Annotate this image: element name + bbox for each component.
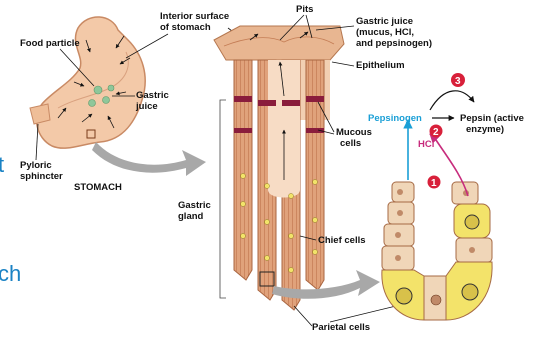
label-mucous: Mucous — [336, 127, 372, 138]
label-gastric-juice-2: (mucus, HCl, — [356, 27, 414, 38]
label-hcl: HCl — [418, 139, 434, 150]
label-mucous-cells: cells — [340, 138, 361, 149]
zoom-arrow-1 — [92, 142, 206, 176]
edge-char-t: t — [0, 152, 4, 177]
leader-epithelium — [332, 62, 354, 66]
step-badge-1-text: 1 — [431, 178, 437, 189]
label-chief-cells: Chief cells — [318, 235, 366, 246]
label-stomach: STOMACH — [74, 182, 122, 193]
label-pepsin-1: Pepsin (active — [460, 113, 524, 124]
label-interior-surface: Interior surface — [160, 11, 229, 22]
label-stomach-gastric: Gastric — [136, 90, 169, 101]
edge-char-ch: ch — [0, 261, 21, 286]
label-gastric-gland-2: gland — [178, 211, 204, 222]
leader-pyloric — [36, 124, 38, 160]
label-pepsinogen: Pepsinogen — [368, 113, 422, 124]
gland-cells-closeup — [382, 182, 492, 320]
label-pyloric: Pyloric — [20, 160, 52, 171]
label-gastric-juice-3: and pepsinogen) — [356, 38, 432, 49]
stomach-illustration — [30, 17, 145, 148]
gastric-gland-bracket — [220, 100, 226, 298]
leader-parietal-2 — [330, 306, 396, 322]
label-stomach-juice: juice — [135, 101, 158, 112]
activation-arrow — [430, 91, 474, 110]
label-gastric-juice-1: Gastric juice — [356, 16, 413, 27]
label-parietal-cells: Parietal cells — [312, 322, 370, 333]
label-pits: Pits — [296, 4, 313, 15]
label-food-particle: Food particle — [20, 38, 80, 49]
leader-parietal-1 — [294, 306, 312, 326]
step-badge-2-text: 2 — [433, 127, 439, 138]
step-badge-3-text: 3 — [455, 76, 461, 87]
label-gastric-gland-1: Gastric — [178, 200, 211, 211]
label-of-stomach: of stomach — [160, 22, 211, 33]
gastric-gland-illustration — [214, 26, 344, 310]
label-epithelium: Epithelium — [356, 60, 405, 71]
label-pepsin-2: enzyme) — [466, 124, 504, 135]
label-sphincter: sphincter — [20, 171, 63, 182]
